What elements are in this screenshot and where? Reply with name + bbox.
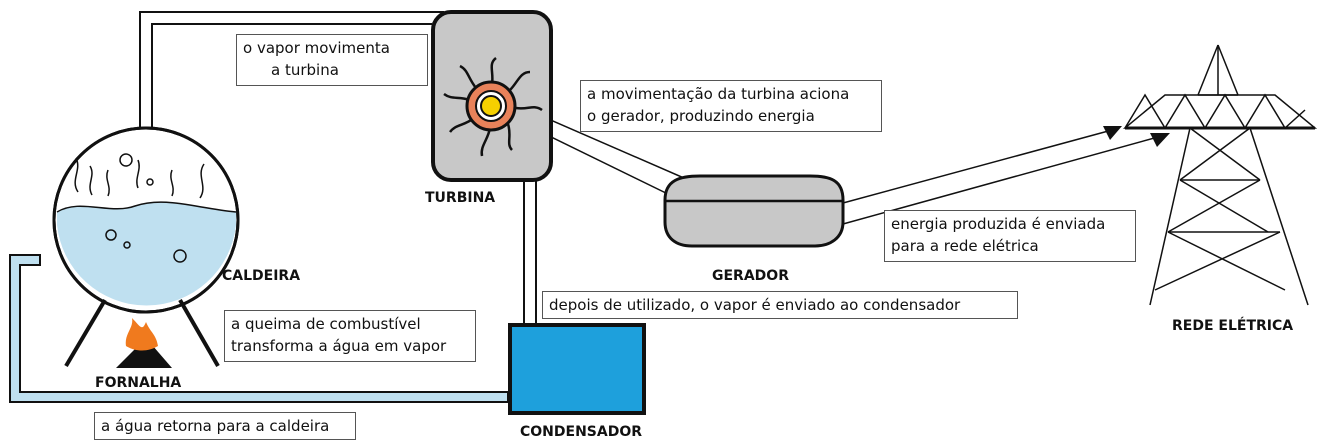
label-caldeira: CALDEIRA: [222, 268, 301, 284]
exhaust-pipe: [523, 180, 537, 325]
note-steam-moves-turbine: o vapor movimenta a turbina: [236, 34, 428, 86]
furnace: [64, 298, 220, 368]
label-fornalha: FORNALHA: [95, 375, 182, 391]
steam-pipe: [139, 11, 444, 140]
arrow-head-icon: [1150, 133, 1170, 147]
note-water-returns: a água retorna para a caldeira: [94, 412, 356, 440]
turbine: [431, 10, 553, 182]
note-fuel-burning: a queima de combustível transforma a águ…: [224, 310, 476, 362]
note-turbine-drives-generator: a movimentação da turbina aciona o gerad…: [580, 80, 882, 132]
flame-icon: [116, 318, 172, 368]
label-gerador: GERADOR: [712, 268, 789, 284]
boiler: [52, 126, 240, 314]
transmission-tower: [1122, 44, 1318, 306]
label-turbina: TURBINA: [425, 190, 496, 206]
generator: [663, 174, 845, 248]
note-steam-to-condenser: depois de utilizado, o vapor é enviado a…: [542, 291, 1018, 319]
arrow-head-icon: [1103, 126, 1122, 140]
label-rede-eletrica: REDE ELÉTRICA: [1172, 318, 1294, 334]
condenser: [508, 323, 646, 415]
water-return-pipe: [9, 254, 509, 403]
transmission-line: [842, 129, 1159, 225]
label-condensador: CONDENSADOR: [520, 424, 643, 440]
note-energy-sent-to-grid: energia produzida é enviada para a rede …: [884, 210, 1136, 262]
